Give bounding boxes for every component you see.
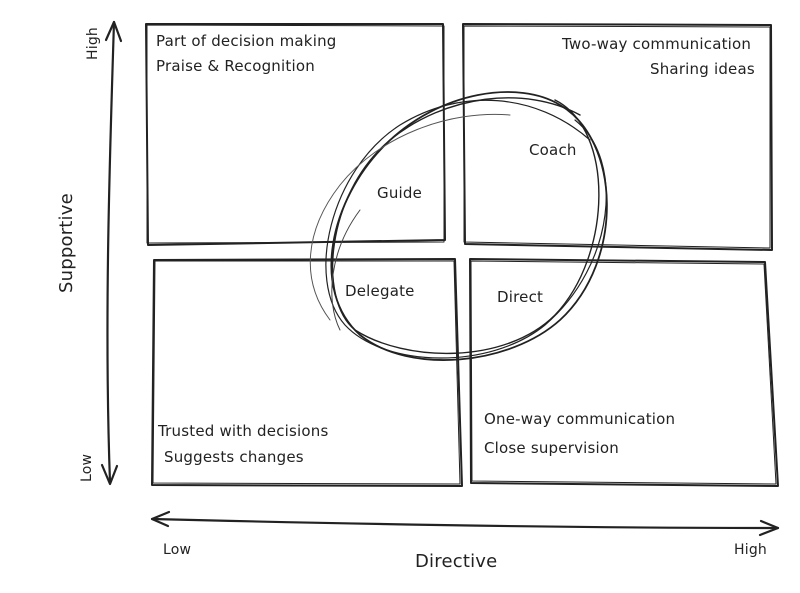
y-axis-low-label: Low bbox=[79, 453, 95, 482]
style-direct-label: Direct bbox=[497, 288, 544, 306]
quadrant-box-top-right bbox=[462, 23, 773, 251]
top-right-line-2: Sharing ideas bbox=[650, 60, 755, 78]
bottom-right-line-2: Close supervision bbox=[484, 439, 619, 457]
quadrant-box-bottom-left bbox=[151, 258, 463, 487]
x-axis-low-label: Low bbox=[163, 542, 192, 558]
y-axis-arrow bbox=[100, 20, 123, 486]
scribble-circle bbox=[309, 91, 608, 361]
y-axis-high-label: High bbox=[85, 27, 101, 60]
bottom-left-line-1: Trusted with decisions bbox=[158, 422, 329, 440]
y-axis-title: Supportive bbox=[56, 193, 77, 293]
top-right-line-1: Two-way communication bbox=[562, 35, 752, 53]
top-left-line-1: Part of decision making bbox=[156, 32, 337, 50]
x-axis-title: Directive bbox=[415, 551, 498, 572]
quadrant-box-bottom-right bbox=[469, 258, 779, 487]
style-guide-label: Guide bbox=[377, 184, 423, 202]
bottom-right-line-1: One-way communication bbox=[484, 410, 676, 428]
quadrant-box-top-left bbox=[145, 23, 446, 246]
style-coach-label: Coach bbox=[529, 141, 577, 159]
x-axis-arrow bbox=[150, 510, 780, 537]
bottom-left-line-2: Suggests changes bbox=[164, 448, 304, 466]
x-axis-high-label: High bbox=[734, 542, 767, 558]
style-delegate-label: Delegate bbox=[345, 282, 415, 300]
top-left-line-2: Praise & Recognition bbox=[156, 57, 315, 75]
